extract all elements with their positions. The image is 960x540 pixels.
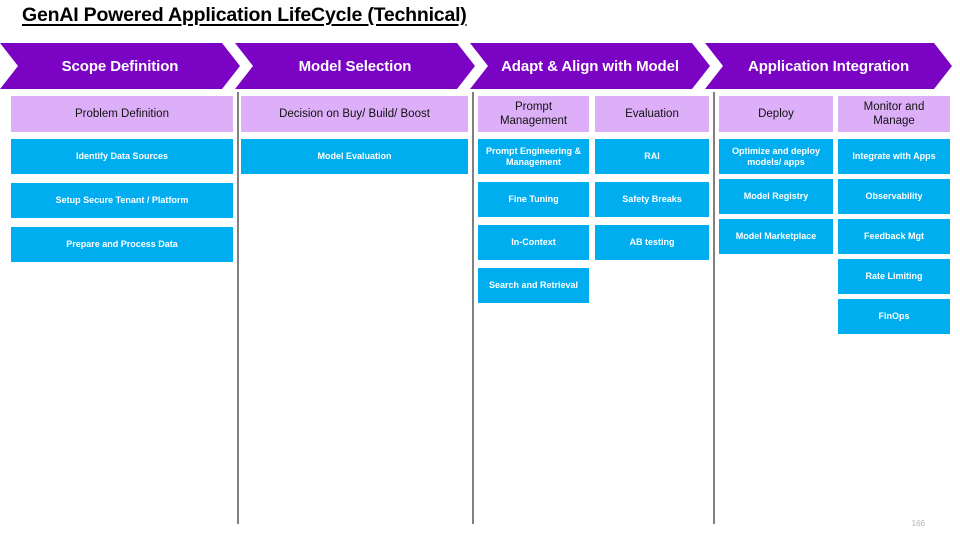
card-rate-limiting[interactable]: Rate Limiting <box>838 259 950 294</box>
card-identify-data-sources[interactable]: Identify Data Sources <box>11 139 233 174</box>
subcolumn-decision-on-buy-build-boost: Decision on Buy/ Build/ Boost Model Eval… <box>241 96 468 174</box>
phase-chevron-0[interactable]: Scope Definition <box>0 43 240 89</box>
column-divider-1 <box>237 92 239 524</box>
card-model-marketplace[interactable]: Model Marketplace <box>719 219 833 254</box>
card-finops[interactable]: FinOps <box>838 299 950 334</box>
card-search-and-retrieval[interactable]: Search and Retrieval <box>478 268 589 303</box>
phase-chevron-1[interactable]: Model Selection <box>235 43 475 89</box>
subcolumn-header: Prompt Management <box>478 96 589 132</box>
phase-chevron-3[interactable]: Application Integration <box>705 43 952 89</box>
phase-chevron-band: Scope Definition Model Selection Adapt &… <box>0 43 952 89</box>
phase-label-2: Adapt & Align with Model <box>501 57 679 75</box>
card-integrate-with-apps[interactable]: Integrate with Apps <box>838 139 950 174</box>
subcolumn-header: Evaluation <box>595 96 709 132</box>
card-rai[interactable]: RAI <box>595 139 709 174</box>
card-model-registry[interactable]: Model Registry <box>719 179 833 214</box>
phase-label-0: Scope Definition <box>61 57 179 75</box>
phase-label-1: Model Selection <box>298 57 412 75</box>
subcolumn-header: Problem Definition <box>11 96 233 132</box>
phase-chevron-2[interactable]: Adapt & Align with Model <box>470 43 710 89</box>
card-model-evaluation[interactable]: Model Evaluation <box>241 139 468 174</box>
subcolumn-deploy: Deploy Optimize and deploy models/ apps … <box>719 96 833 254</box>
subcolumn-evaluation: Evaluation RAI Safety Breaks AB testing <box>595 96 709 260</box>
subcolumn-prompt-management: Prompt Management Prompt Engineering & M… <box>478 96 589 303</box>
card-observability[interactable]: Observability <box>838 179 950 214</box>
subcolumn-problem-definition: Problem Definition Identify Data Sources… <box>11 96 233 262</box>
subcolumn-header: Monitor and Manage <box>838 96 950 132</box>
column-divider-3 <box>713 92 715 524</box>
card-ab-testing[interactable]: AB testing <box>595 225 709 260</box>
subcolumn-header: Deploy <box>719 96 833 132</box>
page-title: GenAI Powered Application LifeCycle (Tec… <box>22 4 467 26</box>
column-divider-2 <box>472 92 474 524</box>
card-feedback-mgt[interactable]: Feedback Mgt <box>838 219 950 254</box>
card-prepare-and-process-data[interactable]: Prepare and Process Data <box>11 227 233 262</box>
card-optimize-and-deploy-models-apps[interactable]: Optimize and deploy models/ apps <box>719 139 833 174</box>
card-safety-breaks[interactable]: Safety Breaks <box>595 182 709 217</box>
phase-label-3: Application Integration <box>747 57 910 75</box>
card-setup-secure-tenant-platform[interactable]: Setup Secure Tenant / Platform <box>11 183 233 218</box>
subcolumn-header: Decision on Buy/ Build/ Boost <box>241 96 468 132</box>
page-number: 166 <box>911 519 925 528</box>
card-prompt-engineering-and-management[interactable]: Prompt Engineering & Management <box>478 139 589 174</box>
subcolumn-monitor-and-manage: Monitor and Manage Integrate with Apps O… <box>838 96 950 334</box>
card-in-context[interactable]: In-Context <box>478 225 589 260</box>
card-fine-tuning[interactable]: Fine Tuning <box>478 182 589 217</box>
